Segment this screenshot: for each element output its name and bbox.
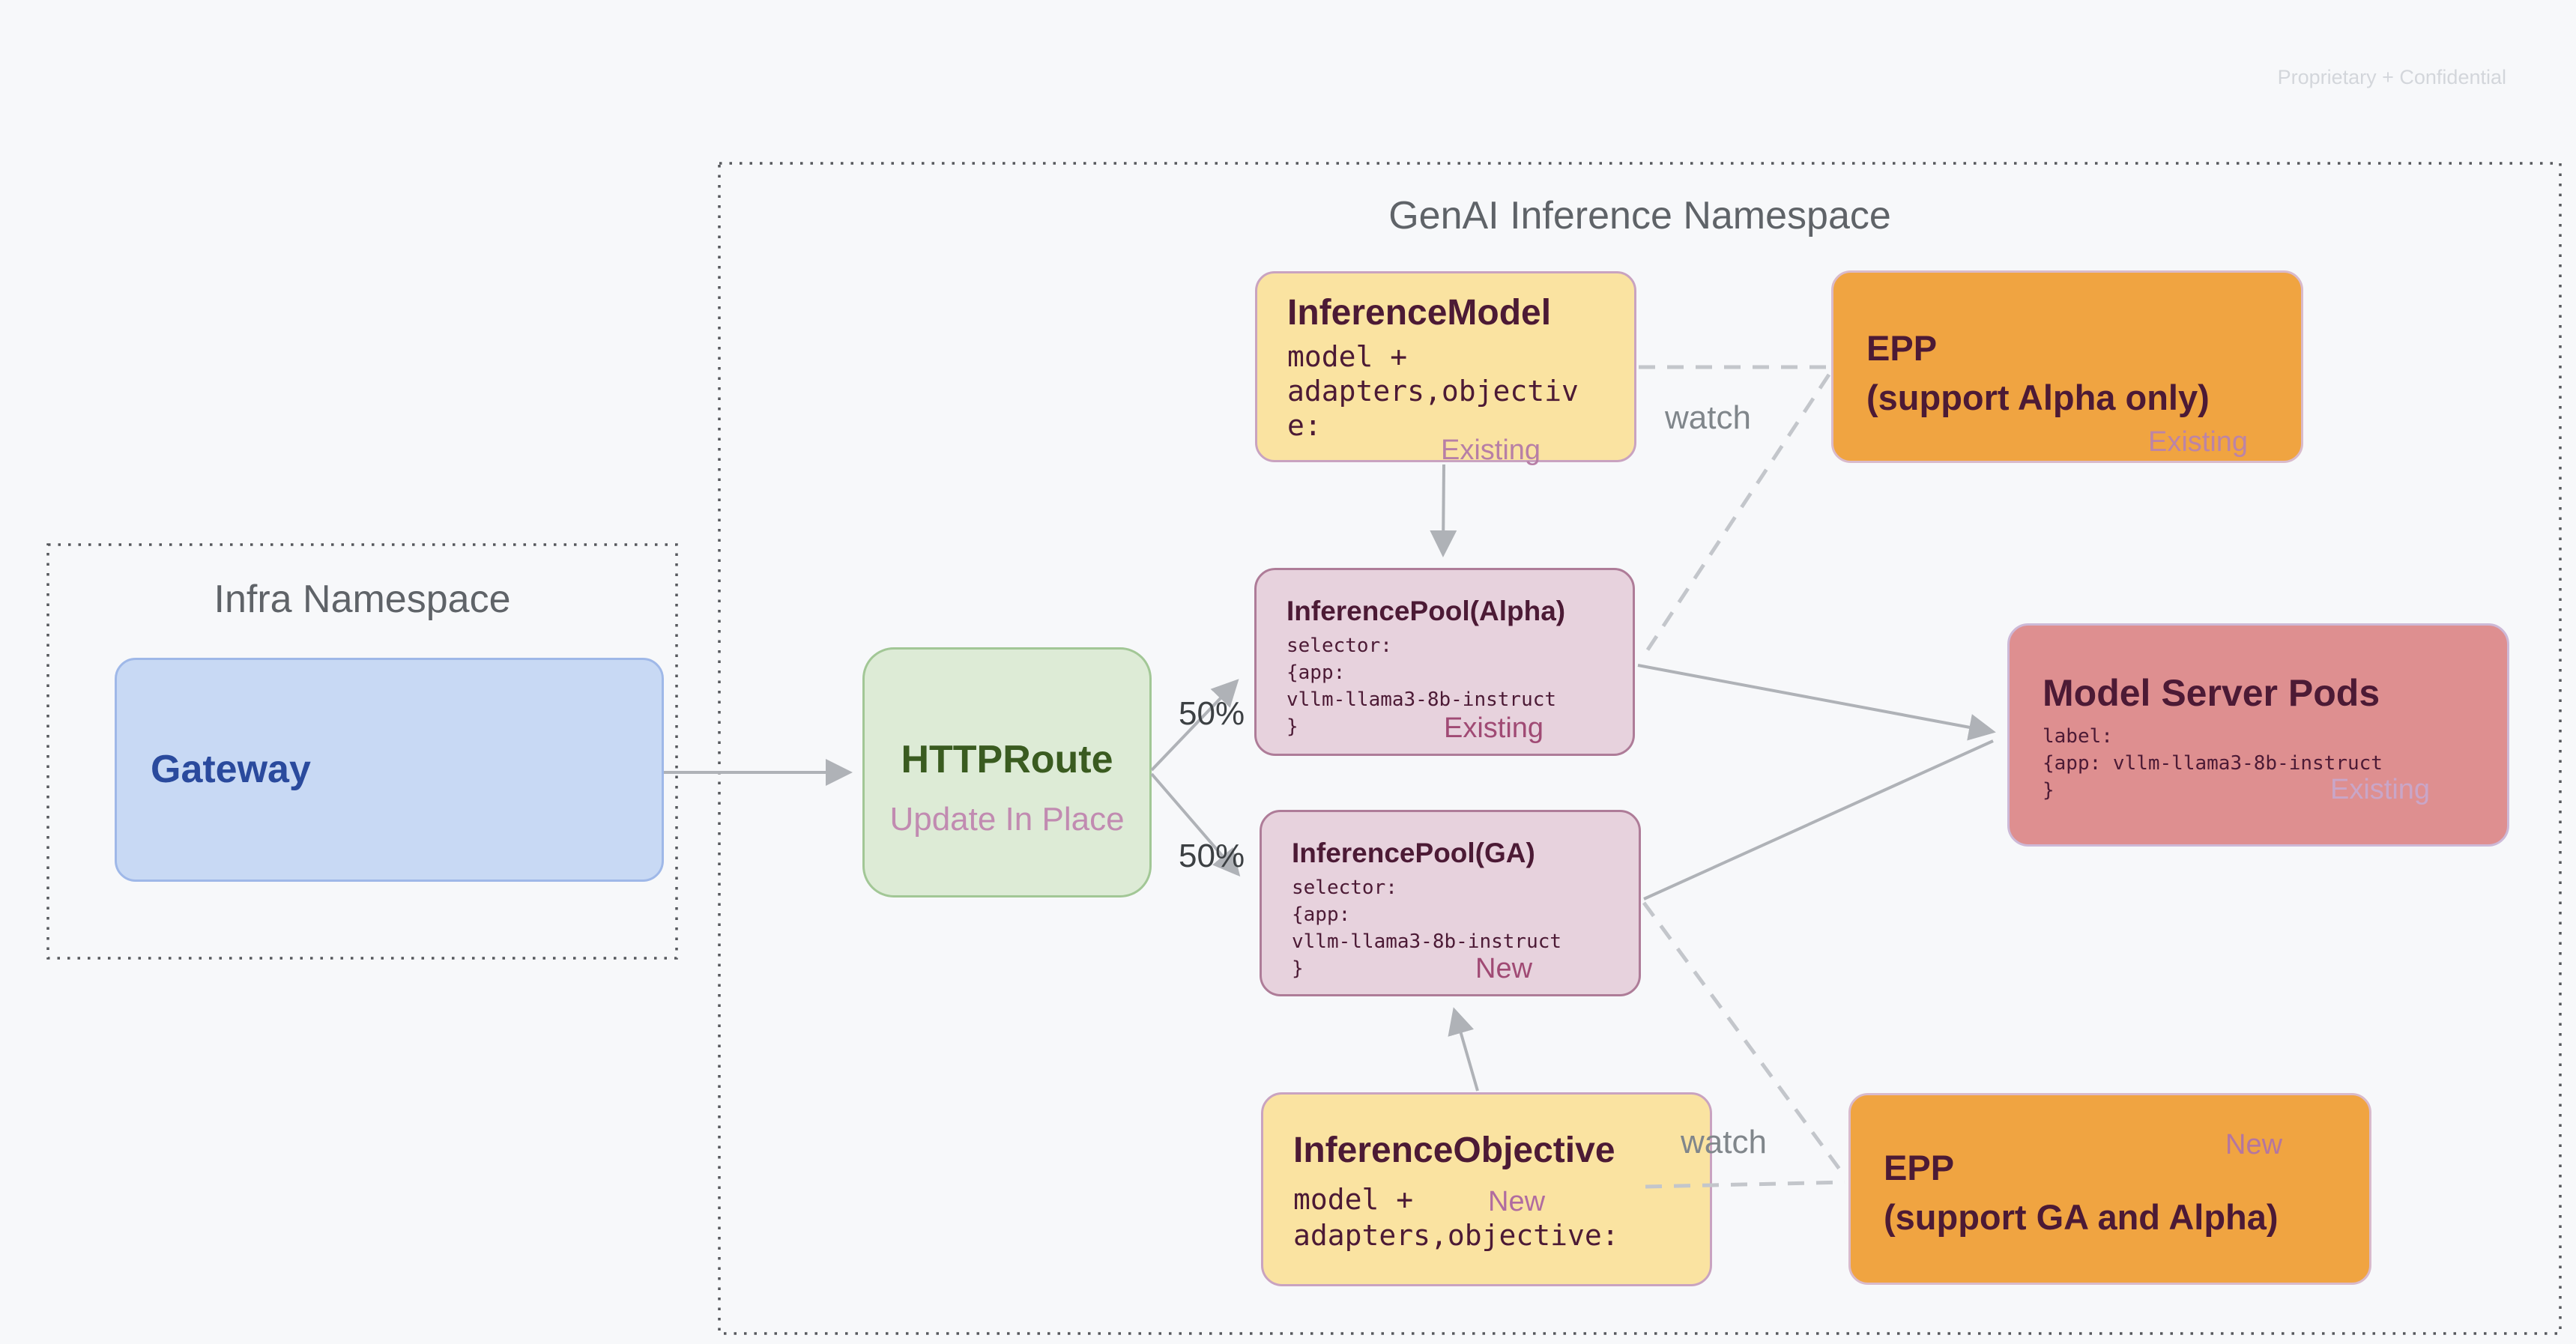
httproute-subtitle: Update In Place: [889, 801, 1125, 838]
traffic-weight-label-ga: 50%: [1179, 838, 1245, 874]
watch-label-top: watch: [1665, 399, 1751, 436]
inference-model-node: InferenceModel model + adapters,objectiv…: [1255, 271, 1636, 466]
inference-pool-ga-selector: selector: {app: vllm-llama3-8b-instruct …: [1292, 877, 1562, 981]
model-server-pods-node: Model Server Pods label: {app: vllm-llam…: [2007, 623, 2509, 847]
inference-pool-ga-node: InferencePool(GA) selector: {app: vllm-l…: [1260, 810, 1641, 996]
inference-objective-node: InferenceObjective model + adapters,obje…: [1261, 1092, 1712, 1286]
model-server-pods-title: Model Server Pods: [2043, 672, 2380, 714]
confidential-watermark: Proprietary + Confidential: [2277, 66, 2506, 88]
edge-pool-alpha-to-pods: [1637, 664, 1996, 741]
edge-inference-model-to-pool-alpha: [1430, 464, 1457, 557]
epp-ga-node: EPP (support GA and Alpha) New: [1848, 1093, 2371, 1285]
inference-pool-ga-status-tag: New: [1475, 953, 1533, 984]
model-server-pods-label: label: {app: vllm-llama3-8b-instruct }: [2043, 725, 2383, 802]
inference-pool-alpha-node: InferencePool(Alpha) selector: {app: vll…: [1254, 568, 1635, 756]
inference-model-spec: model + adapters,objectiv e:: [1287, 339, 1579, 442]
watch-label-bottom: watch: [1681, 1124, 1767, 1160]
gateway-title: Gateway: [151, 748, 311, 792]
edge-pool-ga-to-pods: [1643, 739, 1994, 900]
epp-alpha-status-tag: Existing: [2148, 426, 2249, 458]
inference-pool-alpha-title: InferencePool(Alpha): [1287, 596, 1566, 626]
genai-namespace-title: GenAI Inference Namespace: [1388, 194, 1891, 237]
gateway-node: Gateway: [115, 658, 664, 882]
edge-inference-objective-to-pool-ga: [1448, 1007, 1479, 1092]
epp-alpha-title: EPP (support Alpha only): [1866, 328, 2210, 417]
httproute-title: HTTPRoute: [901, 738, 1113, 781]
infra-namespace-title: Infra Namespace: [214, 578, 511, 621]
inference-pool-ga-title: InferencePool(GA): [1292, 838, 1535, 868]
epp-alpha-node: EPP (support Alpha only) Existing: [1831, 270, 2303, 463]
epp-ga-title: EPP (support GA and Alpha): [1884, 1148, 2279, 1237]
inference-objective-status-tag: New: [1488, 1186, 1546, 1217]
inference-model-status-tag: Existing: [1441, 435, 1541, 466]
traffic-weight-label-alpha: 50%: [1179, 695, 1245, 732]
model-server-pods-status-tag: Existing: [2330, 774, 2431, 805]
inference-model-title: InferenceModel: [1287, 293, 1552, 333]
inference-objective-title: InferenceObjective: [1293, 1130, 1615, 1170]
inference-pool-alpha-status-tag: Existing: [1444, 712, 1544, 744]
epp-ga-status-tag: New: [2225, 1129, 2283, 1160]
httproute-node: HTTPRoute Update In Place: [862, 647, 1152, 897]
